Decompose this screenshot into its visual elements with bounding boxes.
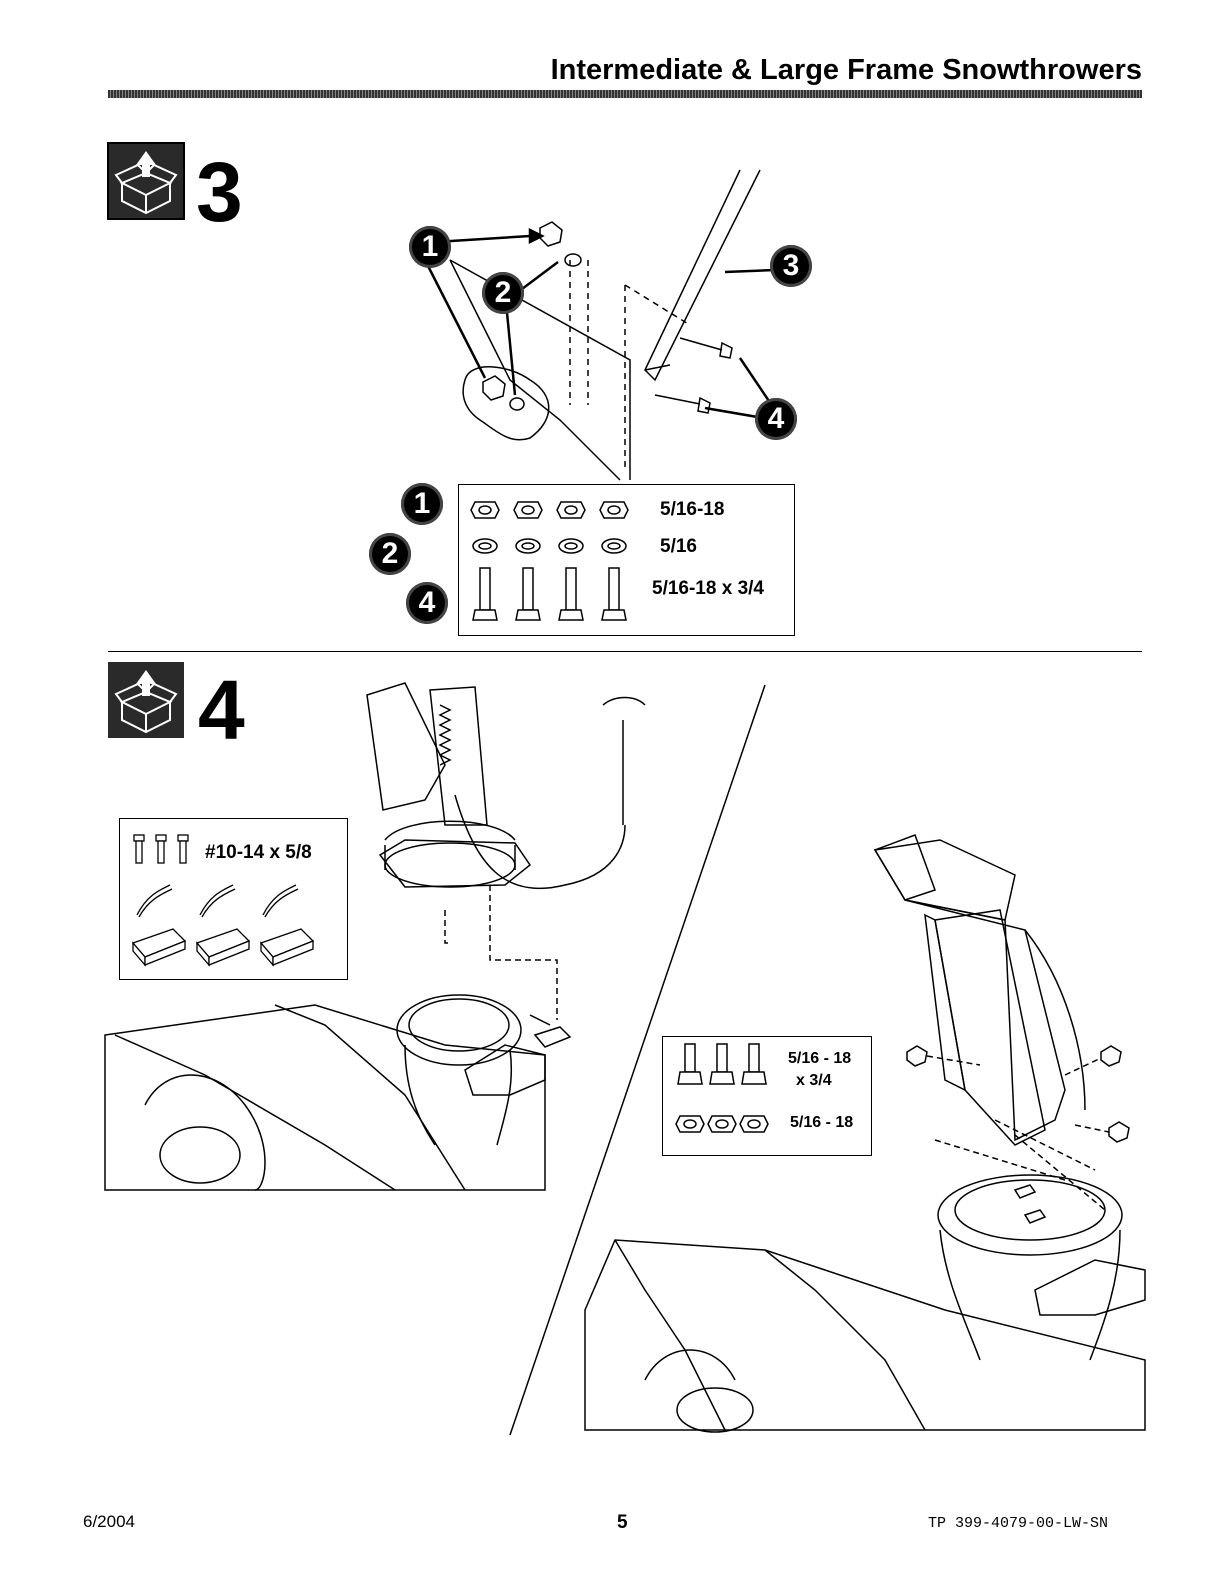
callout-4: 4 bbox=[755, 398, 797, 440]
hardware-callout-4: 4 bbox=[406, 582, 448, 624]
step3-diagram bbox=[380, 160, 830, 500]
header-rule bbox=[108, 90, 1142, 98]
bolt-size-label: 5/16-18 x 3/4 bbox=[652, 578, 764, 600]
page-title: Intermediate & Large Frame Snowthrowers bbox=[551, 54, 1142, 87]
washer-size-label: 5/16 bbox=[660, 536, 697, 558]
page-number: 5 bbox=[617, 1512, 628, 1534]
callout-1: 1 bbox=[409, 226, 451, 268]
section-divider bbox=[108, 651, 1142, 652]
document-code: TP 399-4079-00-LW-SN bbox=[928, 1515, 1108, 1532]
step-number: 3 bbox=[196, 150, 243, 234]
step4-left-diagram bbox=[105, 675, 555, 1195]
nut-size-label: 5/16-18 bbox=[660, 499, 724, 521]
callout-2: 2 bbox=[482, 272, 524, 314]
step4-right-diagram bbox=[585, 820, 1145, 1430]
callout-3: 3 bbox=[770, 245, 812, 287]
unpack-box-icon bbox=[108, 143, 184, 219]
footer-date: 6/2004 bbox=[83, 1512, 135, 1532]
hardware-callout-1: 1 bbox=[401, 483, 443, 525]
step3-hardware-icons bbox=[465, 490, 645, 630]
hardware-callout-2: 2 bbox=[369, 533, 411, 575]
